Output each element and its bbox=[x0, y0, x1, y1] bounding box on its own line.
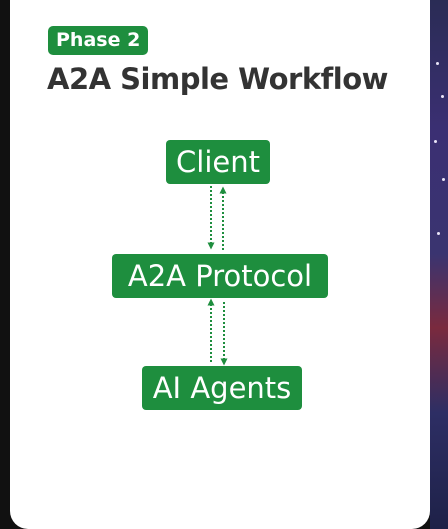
client-node: Client bbox=[166, 140, 270, 184]
phase-badge: Phase 2 bbox=[48, 26, 149, 55]
a2a-protocol-node: A2A Protocol bbox=[112, 254, 328, 298]
page-title: A2A Simple Workflow bbox=[47, 62, 388, 96]
star-decoration bbox=[434, 140, 437, 143]
star-decoration bbox=[441, 95, 444, 98]
star-decoration bbox=[442, 178, 445, 181]
star-decoration bbox=[437, 232, 440, 235]
background-strip bbox=[430, 0, 448, 529]
star-decoration bbox=[436, 62, 439, 65]
ai-agents-node: AI Agents bbox=[142, 366, 302, 410]
